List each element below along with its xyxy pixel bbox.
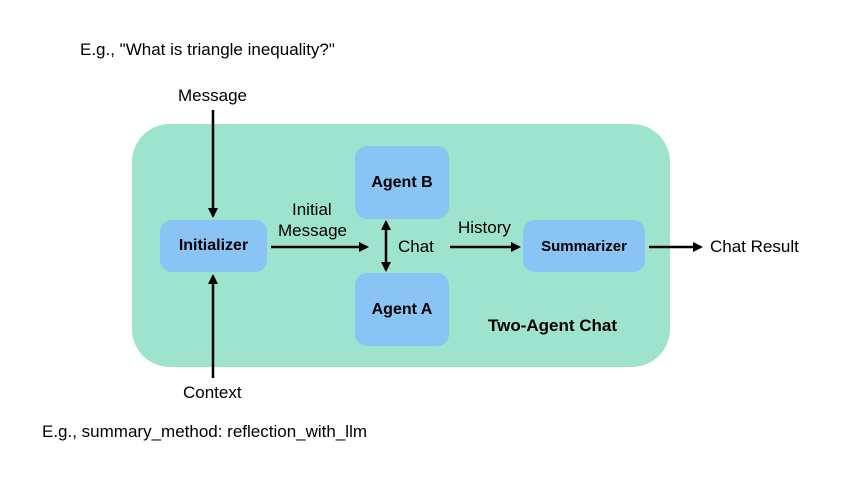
summarizer-label: Summarizer [541,237,627,255]
agent-a-label: Agent A [371,300,433,318]
context-input-label: Context [183,383,242,402]
context-example-text: E.g., summary_method: reflection_with_ll… [42,422,368,441]
chat-result-label: Chat Result [710,237,799,256]
message-input-label: Message [178,86,247,105]
message-example-text: E.g., "What is triangle inequality?" [80,40,335,59]
two-agent-chat-label: Two-Agent Chat [488,316,618,335]
history-label: History [458,218,511,237]
agent-b-label: Agent B [371,173,433,191]
agent-b-node: Agent B [355,146,449,219]
initial-message-label-line1: Initial [292,200,332,219]
agent-a-node: Agent A [355,273,449,346]
initializer-node: Initializer [160,220,267,272]
summarizer-node: Summarizer [523,220,645,272]
chat-label: Chat [398,237,434,256]
initial-message-label-line2: Message [278,221,347,240]
initializer-label: Initializer [178,237,249,254]
